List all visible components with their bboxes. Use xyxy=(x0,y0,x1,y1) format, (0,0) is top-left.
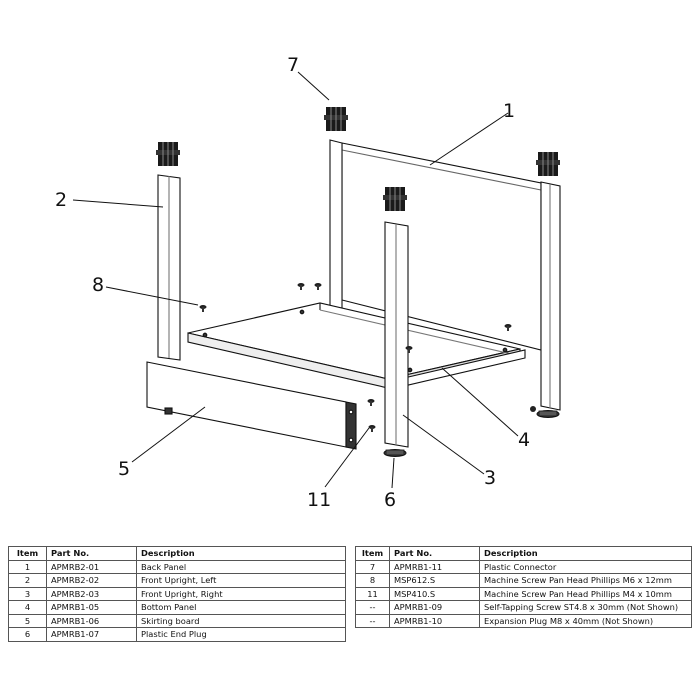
cell-part-no: APMRB2-01 xyxy=(46,559,137,574)
cell-part-no: MSP410.S xyxy=(389,586,480,601)
cell-description: Plastic End Plug xyxy=(136,627,346,642)
callout-11: 11 xyxy=(307,489,331,511)
header-part-no: Part No. xyxy=(46,546,137,561)
callout-4: 4 xyxy=(518,429,530,451)
cell-item: -- xyxy=(355,600,390,615)
skirting-board xyxy=(146,361,357,450)
cell-item: -- xyxy=(355,613,390,628)
cell-description: Expansion Plug M8 x 40mm (Not Shown) xyxy=(479,613,692,628)
back-left-upright xyxy=(329,139,343,311)
leader-lines xyxy=(72,71,519,489)
header-item: Item xyxy=(8,546,47,561)
table-header-row: Item Part No. Description xyxy=(355,546,692,561)
callout-2: 2 xyxy=(55,189,67,211)
cell-description: Plastic Connector xyxy=(479,559,692,574)
callout-6: 6 xyxy=(384,489,396,511)
cell-part-no: APMRB1-07 xyxy=(46,627,137,642)
callout-3: 3 xyxy=(484,467,496,489)
cell-item: 5 xyxy=(8,613,47,628)
callout-5: 5 xyxy=(118,458,130,480)
cell-description: Bottom Panel xyxy=(136,600,346,615)
header-item: Item xyxy=(355,546,390,561)
cell-description: Skirting board xyxy=(136,613,346,628)
header-part-no: Part No. xyxy=(389,546,480,561)
front-left-upright xyxy=(157,174,181,361)
cell-item: 4 xyxy=(8,600,47,615)
plastic-end-plugs xyxy=(383,410,560,457)
cell-item: 6 xyxy=(8,627,47,642)
cell-part-no: APMRB1-05 xyxy=(46,600,137,615)
cell-description: Front Upright, Left xyxy=(136,573,346,588)
cell-part-no: APMRB1-06 xyxy=(46,613,137,628)
cell-item: 7 xyxy=(355,559,390,574)
cell-part-no: APMRB1-11 xyxy=(389,559,480,574)
callout-8: 8 xyxy=(92,274,104,296)
screws xyxy=(199,283,536,432)
cell-part-no: MSP612.S xyxy=(389,573,480,588)
exploded-assembly-diagram: 1 2 3 4 5 6 7 8 11 xyxy=(55,54,561,511)
cell-description: Back Panel xyxy=(136,559,346,574)
cell-item: 2 xyxy=(8,573,47,588)
cell-description: Machine Screw Pan Head Phillips M6 x 12m… xyxy=(479,573,692,588)
header-description: Description xyxy=(136,546,346,561)
cell-part-no: APMRB2-03 xyxy=(46,586,137,601)
cell-description: Self-Tapping Screw ST4.8 x 30mm (Not Sho… xyxy=(479,600,692,615)
cell-item: 3 xyxy=(8,586,47,601)
table-header-row: Item Part No. Description xyxy=(8,546,346,561)
header-description: Description xyxy=(479,546,692,561)
cell-description: Front Upright, Right xyxy=(136,586,346,601)
cell-part-no: APMRB2-02 xyxy=(46,573,137,588)
back-right-upright xyxy=(540,181,561,411)
callout-1: 1 xyxy=(503,100,515,122)
cell-item: 1 xyxy=(8,559,47,574)
cell-part-no: APMRB1-09 xyxy=(389,600,480,615)
cell-description: Machine Screw Pan Head Phillips M4 x 10m… xyxy=(479,586,692,601)
cell-item: 11 xyxy=(355,586,390,601)
cell-part-no: APMRB1-10 xyxy=(389,613,480,628)
cell-item: 8 xyxy=(355,573,390,588)
callout-7: 7 xyxy=(287,54,299,76)
front-right-upright xyxy=(384,221,409,448)
